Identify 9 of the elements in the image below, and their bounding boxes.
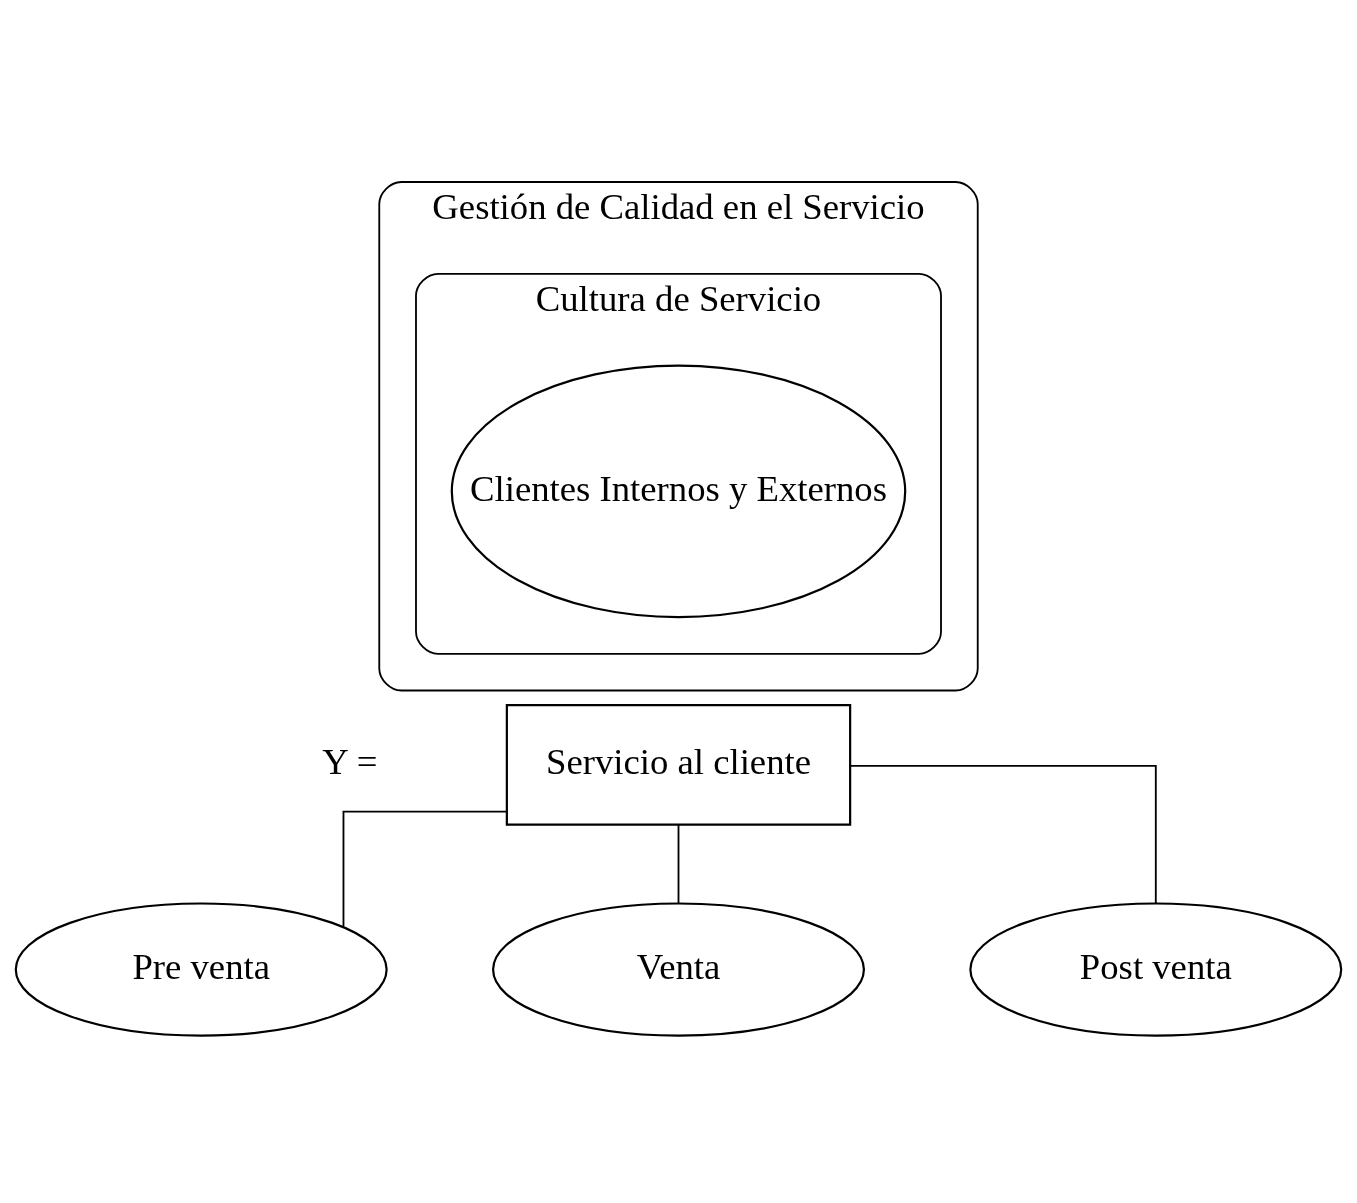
node-label: Y =: [322, 741, 378, 783]
node-box: Servicio al cliente: [505, 704, 852, 826]
node-ellipse: Post venta: [969, 902, 1343, 1037]
connector: [677, 823, 680, 904]
connector: [342, 810, 508, 928]
connector: [849, 764, 1157, 905]
node-ellipse: Venta: [492, 902, 865, 1037]
node-ellipse: Pre venta: [14, 902, 388, 1037]
node-ellipse: Clientes Internos y Externos: [450, 364, 907, 619]
